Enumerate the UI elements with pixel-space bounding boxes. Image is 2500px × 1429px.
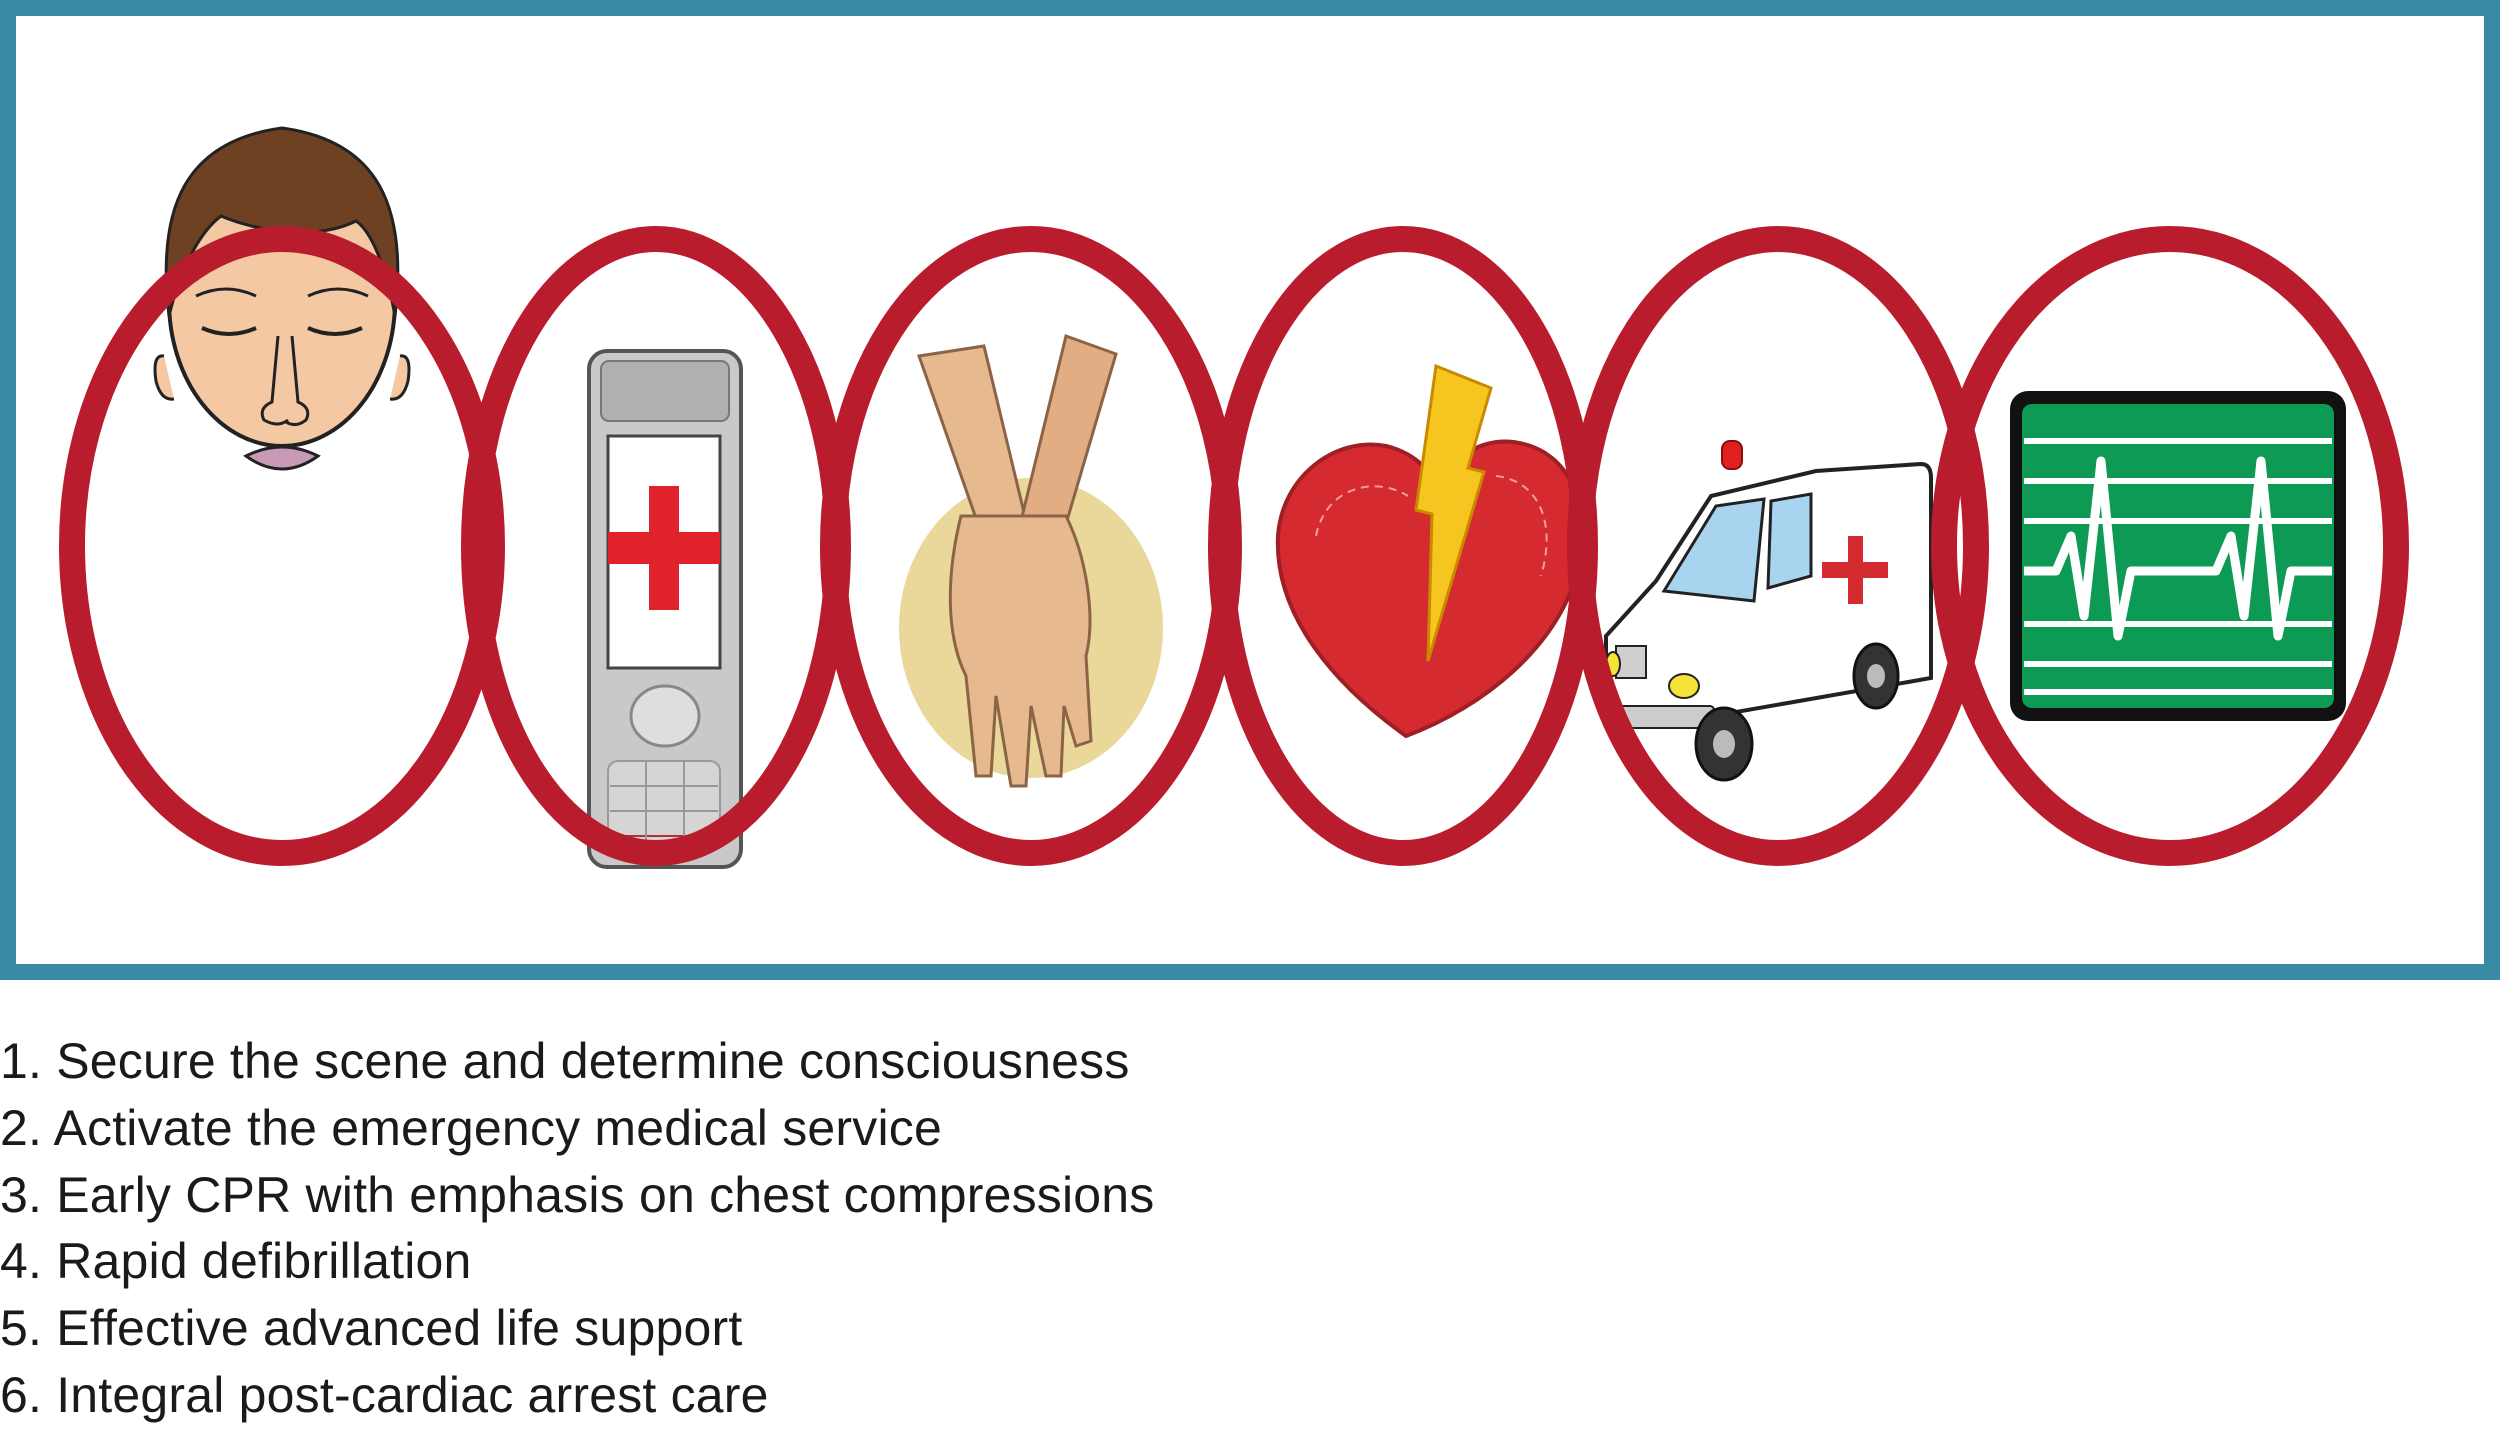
step-item-4: 4. Rapid defibrillation	[0, 1228, 2500, 1295]
mobile-phone-icon	[587, 349, 743, 869]
step-text: Integral post-cardiac arrest care	[56, 1366, 769, 1423]
step-text: Effective advanced life support	[56, 1300, 743, 1357]
step-number: 2.	[0, 1099, 43, 1156]
ecg-monitor-icon	[2010, 391, 2346, 721]
step-text: Secure the scene and determine conscious…	[56, 1033, 1130, 1089]
step-text: Rapid defibrillation	[56, 1233, 472, 1290]
step-item-3: 3. Early CPR with emphasis on chest comp…	[0, 1162, 2500, 1229]
step-number: 5.	[0, 1300, 43, 1357]
step-number: 1.	[0, 1033, 43, 1089]
steps-list: 1. Secure the scene and determine consci…	[0, 1028, 2500, 1429]
step-item-1: 1. Secure the scene and determine consci…	[0, 1028, 2500, 1095]
step-number: 3.	[0, 1166, 43, 1223]
chain-link-5	[1567, 226, 1989, 866]
ambulance-icon	[1603, 440, 1933, 782]
face-icon	[153, 126, 411, 471]
chain-link-6	[1931, 226, 2409, 866]
step-text: Activate the emergency medical service	[53, 1099, 942, 1156]
chain-of-survival-diagram	[59, 126, 2409, 869]
step-item-5: 5. Effective advanced life support	[0, 1295, 2500, 1362]
chain-link-1	[59, 226, 505, 866]
step-item-6: 6. Integral post-cardiac arrest care	[0, 1362, 2500, 1429]
cpr-hands-icon	[899, 334, 1163, 788]
step-number: 6.	[0, 1366, 43, 1423]
chain-rings	[59, 226, 2409, 866]
step-text: Early CPR with emphasis on chest compres…	[56, 1166, 1155, 1223]
step-number: 4.	[0, 1233, 43, 1290]
defibrillation-heart-icon	[1275, 363, 1585, 739]
chain-of-survival-panel	[0, 0, 2500, 980]
step-item-2: 2. Activate the emergency medical servic…	[0, 1095, 2500, 1162]
